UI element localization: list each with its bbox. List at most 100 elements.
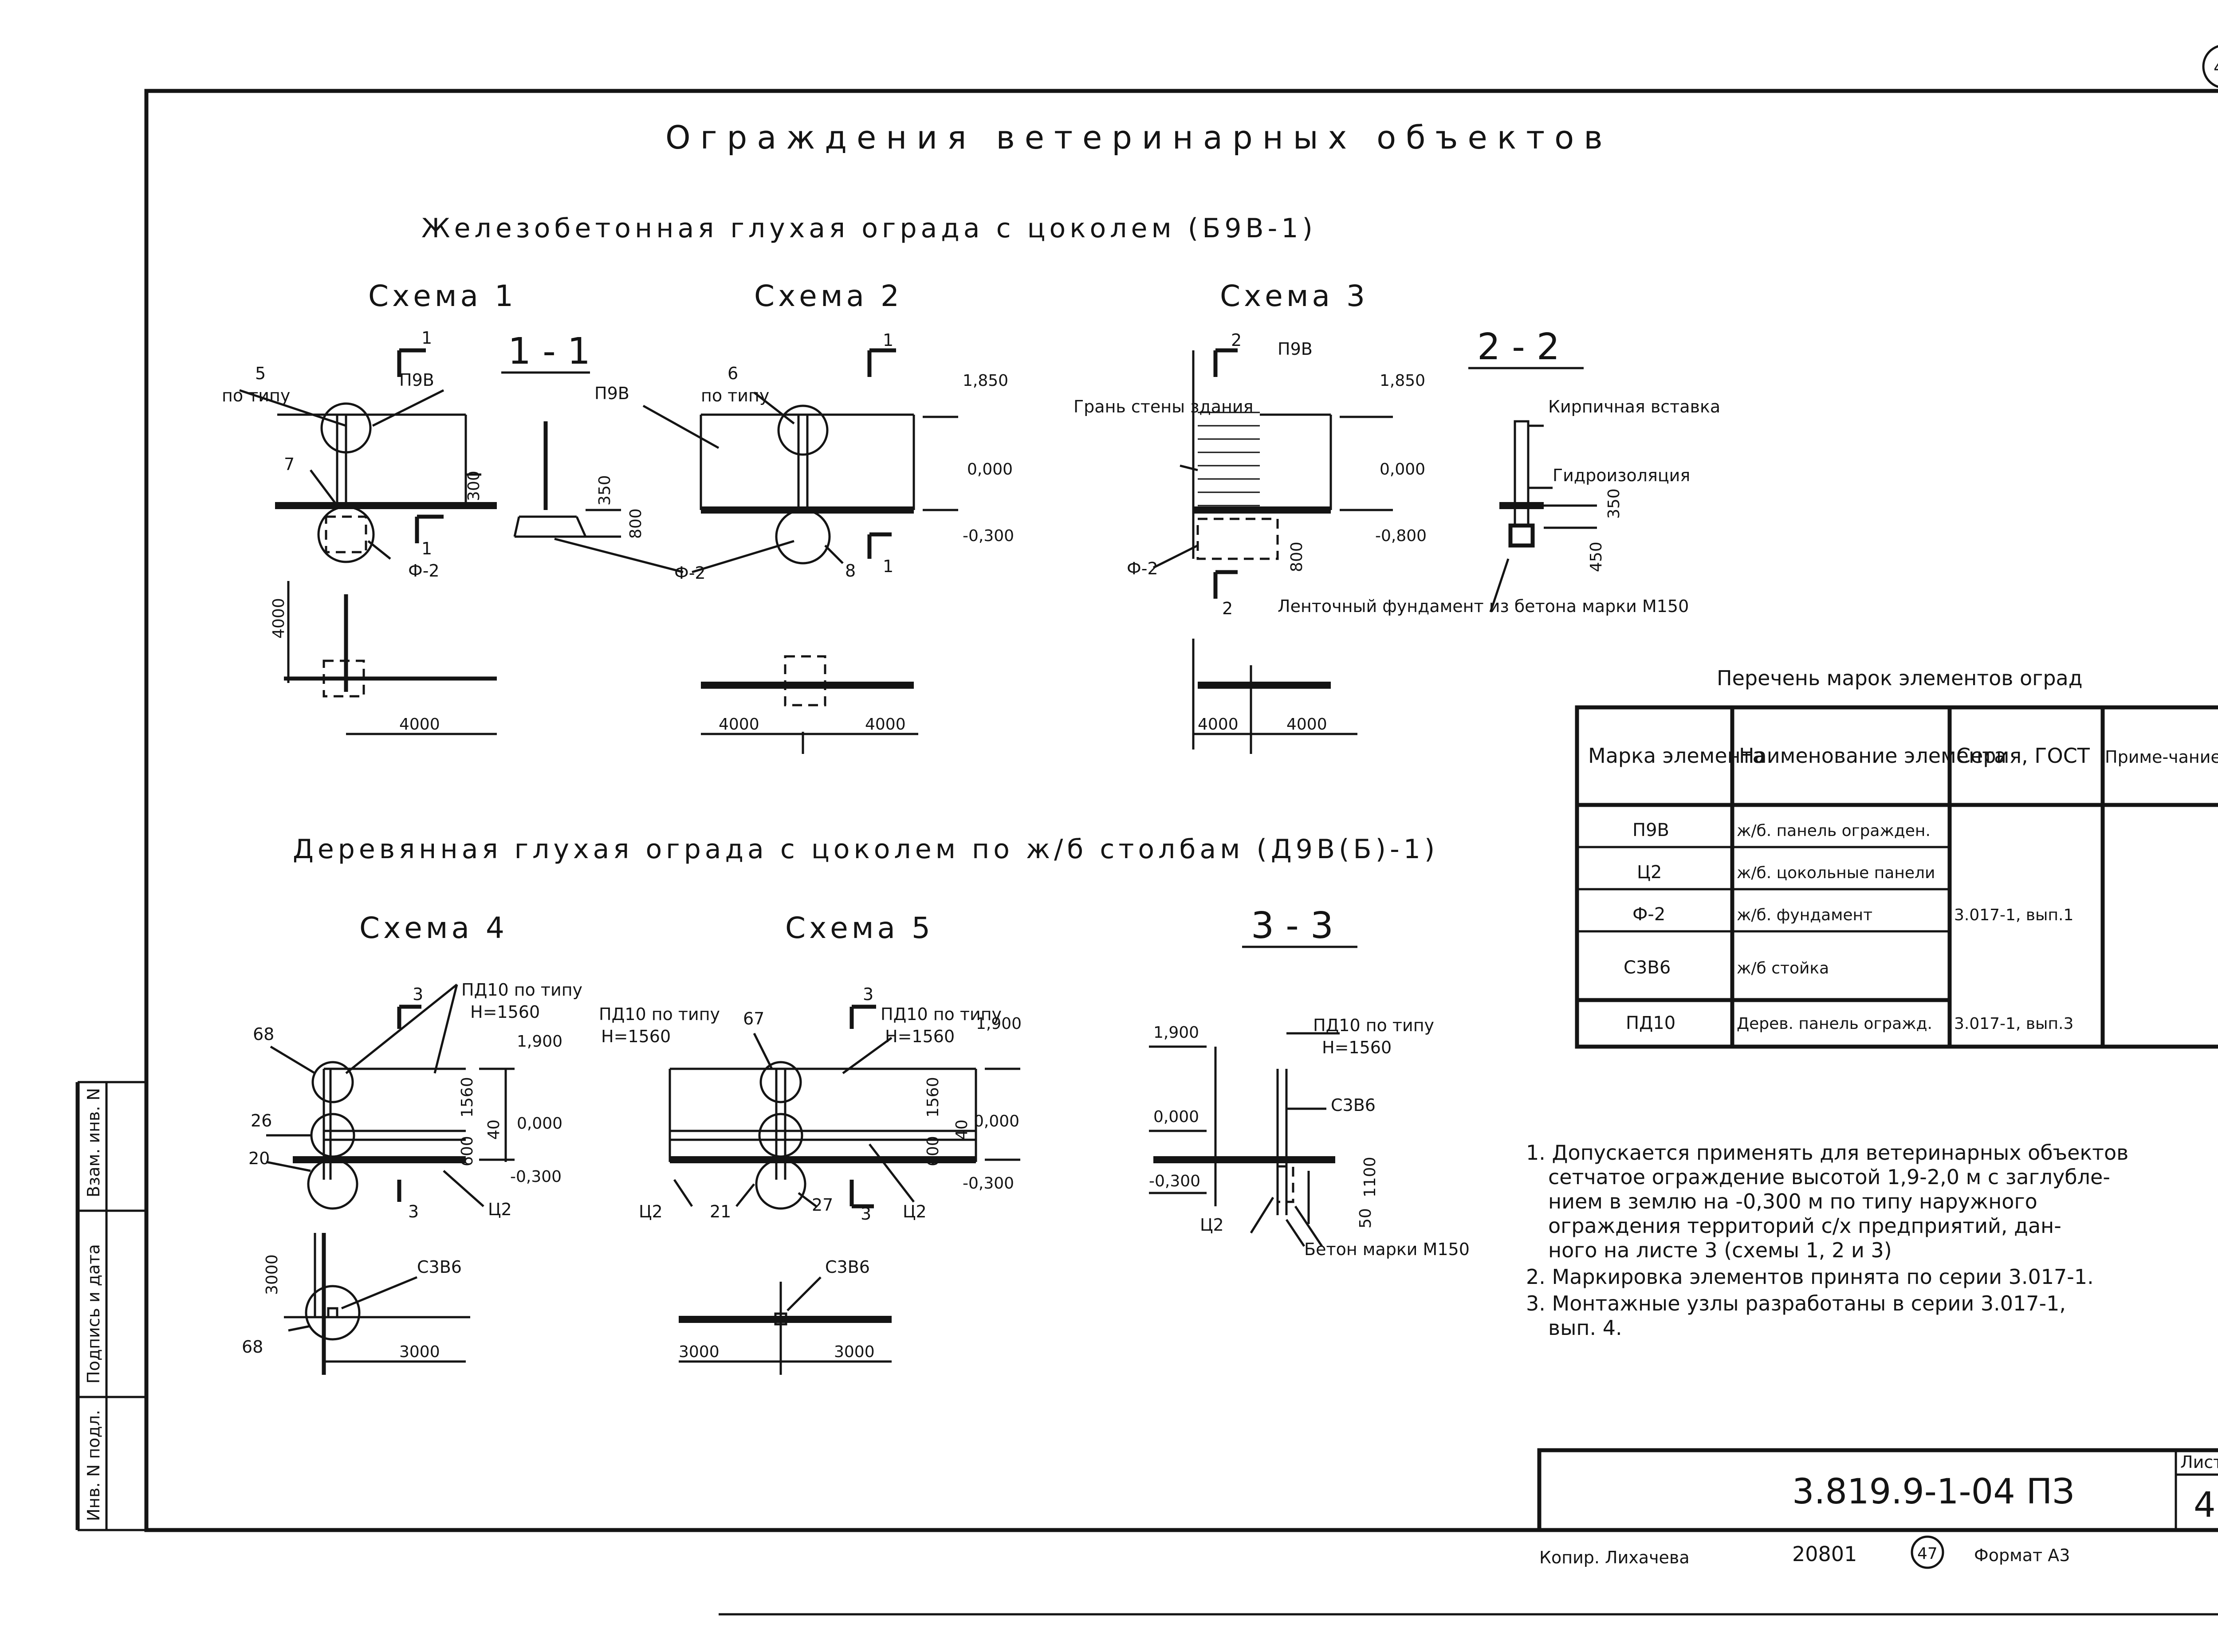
stamp-inv-podl: Инв. N подл. [84,1410,103,1521]
section-2-2-drawing [1489,420,1597,612]
note-line-2: сетчатое ограждение высотой 1,9-2,0 м с … [1548,1165,2110,1189]
section33-label-h1560: Н=1560 [1322,1038,1392,1057]
scheme3-dim-0000: 0,000 [1380,460,1425,479]
scheme2-dim-0000: 0,000 [967,460,1013,479]
section33-dim-1900: 1,900 [1153,1024,1199,1042]
scheme1-cut-1-top: 1 [421,328,432,348]
scheme4-heading: Схема 4 [359,911,508,945]
section33-label-pd10: ПД10 по типу [1313,1016,1434,1035]
section11-dim-800: 800 [627,508,645,539]
scheme3-dim-800: 800 [1288,542,1306,572]
scheme5-label-21: 21 [710,1202,731,1221]
title-block-sheet-no: 4 [2194,1485,2216,1525]
scheme3-cut-2-bottom: 2 [1222,599,1233,618]
scheme2-dim-1850: 1,850 [963,372,1008,390]
scheme5-drawing [669,1005,1020,1375]
scheme4-drawing [266,984,515,1375]
title-block-grid [1537,1448,2218,1532]
scheme1-drawing [239,348,497,735]
scheme1-heading: Схема 1 [368,279,517,313]
footer-format: Формат А3 [1974,1546,2070,1565]
scheme4-dim-3000-vert: 3000 [263,1254,281,1295]
section33-dim-1100: 1100 [1361,1157,1379,1197]
scheme5-label-67: 67 [743,1009,764,1028]
section1-title: Железобетонная глухая ограда с цоколем (… [421,213,1317,244]
table-series-group: 3.017-1, вып.1 [1954,906,2073,924]
scheme3-label-p9v: П9В [1278,339,1313,359]
scheme1-label-7: 7 [284,455,295,474]
table-row2-name: ж/б. цокольные панели [1737,864,1935,882]
scheme3-label-gran-steny: Грань стены здания [1074,397,1253,416]
section22-kirp-vstavka: Кирпичная вставка [1548,397,1720,416]
section2-title: Деревянная глухая ограда с цоколем по ж/… [293,834,1439,865]
footer-order-no: 20801 [1792,1542,1857,1566]
footer-circle [1911,1535,1944,1569]
scheme2-label-6: 6 [728,364,738,383]
scheme3-heading: Схема 3 [1220,279,1369,313]
table-row4-mark: С3В6 [1624,957,1671,978]
title-block-code: 3.819.9-1-04 ПЗ [1792,1472,2074,1512]
scheme3-dim-4000-left: 4000 [1198,715,1239,734]
table-caption: Перечень марок элементов оград [1717,666,2083,690]
stamp-vzam-inv: Взам. инв. N [84,1088,103,1197]
scheme1-dim-300: 300 [465,471,483,501]
section-3-3-drawing [1149,1032,1340,1247]
scheme2-heading: Схема 2 [754,279,903,313]
note-line-7: 3. Монтажные узлы разработаны в серии 3.… [1526,1291,2066,1315]
scheme4-dim-3000: 3000 [399,1343,440,1361]
section33-dim-m0300: -0,300 [1149,1172,1200,1190]
scheme2-dim-4000-left: 4000 [719,715,759,734]
scheme4-label-h1560: Н=1560 [470,1002,540,1022]
scheme2-drawing [642,348,958,754]
section22-gidroizol: Гидроизоляция [1553,466,1690,485]
scheme5-cut-3-top: 3 [863,985,873,1004]
title-block-sheet-label: Лист [2180,1452,2218,1472]
note-line-3: нием в землю на -0,300 м по типу наружно… [1548,1189,2037,1213]
section33-label-c3v6: С3В6 [1331,1095,1376,1115]
note-line-8: вып. 4. [1548,1316,1622,1340]
section-2-2: 2 - 2 [1477,326,1560,368]
elements-table-grid [1575,705,2218,1049]
footer-circled-number: 47 [1917,1545,1938,1563]
scheme5-label-c2-left: Ц2 [639,1202,663,1221]
scheme5-dim-m0300: -0,300 [963,1174,1014,1193]
scheme1-label-f2: Ф-2 [408,561,440,581]
section33-dim-0000: 0,000 [1153,1108,1199,1126]
note-line-5: ного на листе 3 (схемы 1, 2 и 3) [1548,1238,1892,1262]
scheme4-dim-m0300: -0,300 [510,1168,562,1186]
scheme5-heading: Схема 5 [785,911,934,945]
note-line-6: 2. Маркировка элементов принята по серии… [1526,1265,2094,1289]
section33-label-c2: Ц2 [1200,1215,1224,1235]
scheme1-dim-4000-vert: 4000 [270,598,288,639]
scheme4-cut-3-bottom: 3 [408,1202,419,1221]
table-row5-mark: ПД10 [1626,1013,1675,1033]
scheme4-label-pd10: ПД10 по типу [461,980,582,1000]
scheme4-label-26: 26 [251,1111,272,1130]
stamp-podpis-data: Подпись и дата [84,1244,103,1384]
scheme4-label-c3v6: С3В6 [417,1257,462,1277]
scheme1-label-5: 5 [255,364,266,383]
scheme3-dim-4000-right: 4000 [1286,715,1327,734]
scheme5-label-c3v6: С3В6 [825,1257,870,1277]
scheme4-cut-3-top: 3 [413,985,423,1004]
scheme5-label-h1560-right: Н=1560 [885,1027,955,1046]
scheme5-dim-600: 600 [924,1136,942,1166]
scheme5-dim-40: 40 [953,1119,971,1140]
sheet-title: Ограждения ветеринарных объектов [665,119,1612,156]
table-series-pd10: 3.017-1, вып.3 [1954,1015,2073,1033]
table-row2-mark: Ц2 [1637,862,1662,883]
page-number-circle [2202,45,2218,88]
section-1-1: 1 - 1 [508,330,590,373]
scheme3-drawing [1152,348,1393,754]
section-3-3: 3 - 3 [1251,905,1333,947]
scheme4-dim-40: 40 [485,1119,503,1140]
scheme2-cut-1-bottom: 1 [883,557,893,576]
scheme5-label-c2-right: Ц2 [903,1202,927,1221]
scheme5-label-h1560-left: Н=1560 [601,1027,671,1046]
scheme2-dim-m0300: -0,300 [963,527,1014,545]
footer-copier: Копир. Лихачева [1539,1548,1690,1567]
section33-dim-50: 50 [1357,1208,1375,1228]
scheme1-dim-4000: 4000 [399,715,440,734]
scheme4-dim-0000: 0,000 [517,1114,562,1133]
